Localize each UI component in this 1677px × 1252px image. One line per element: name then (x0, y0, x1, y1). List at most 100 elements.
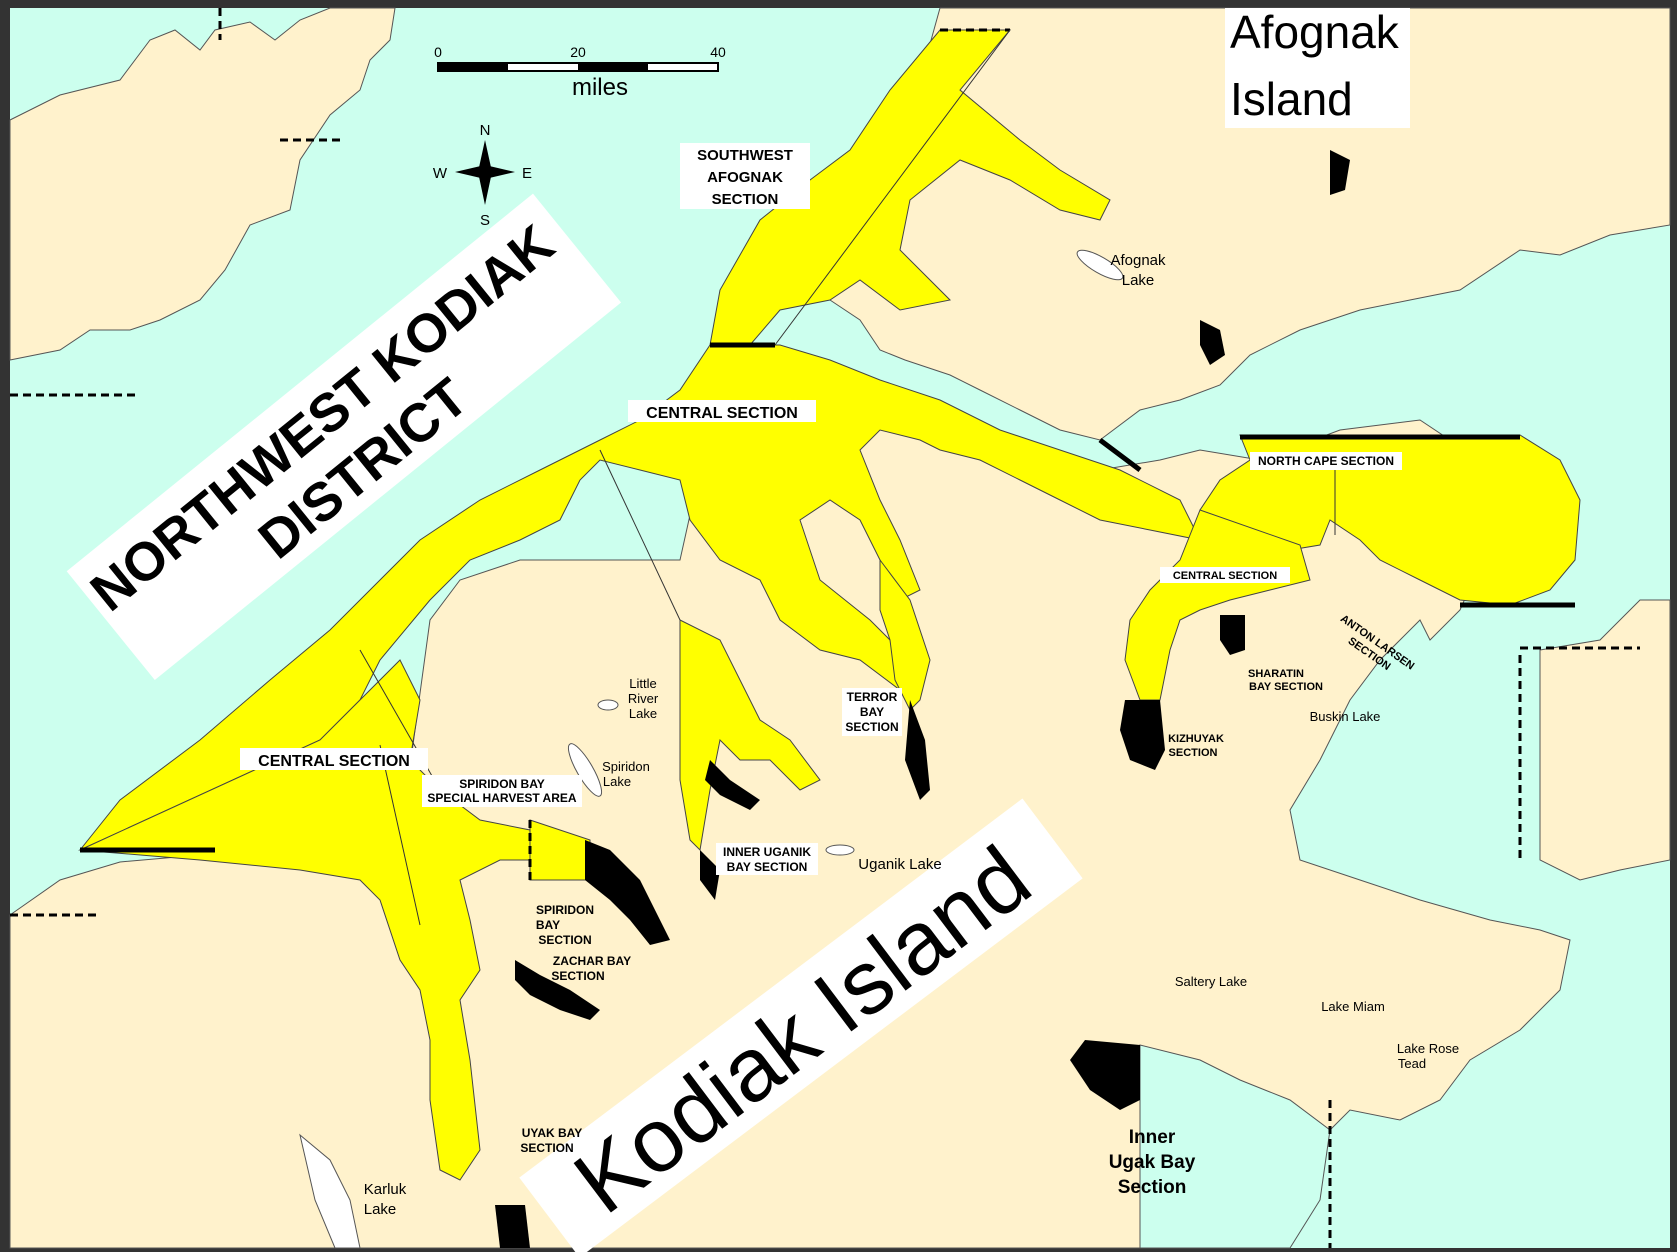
area-central-small (1124, 509, 1311, 701)
label-line: SPIRIDON (536, 903, 594, 917)
lake-little-river (597, 699, 619, 711)
compass-n: N (480, 122, 491, 139)
compass-s: S (480, 212, 490, 229)
label-line: AFOGNAK (707, 169, 783, 186)
label-bg (680, 143, 810, 209)
closure-kizhuyak (1120, 700, 1165, 770)
closure-areas (495, 150, 1350, 1248)
label-spiridon-bay: SPIRIDON BAY SECTION (536, 903, 594, 947)
label-inner-ugak: Inner Ugak Bay Section (1109, 1127, 1196, 1198)
label-bg (628, 400, 816, 422)
label-line: SECTION (712, 191, 779, 208)
label-line: TERROR (847, 690, 898, 704)
label-line: INNER UGANIK (723, 845, 811, 859)
label-line: Section (1118, 1177, 1187, 1198)
label-uyak-bay: UYAK BAY SECTION (520, 1126, 582, 1155)
label-line: SECTION (1169, 747, 1218, 759)
label-north-cape: NORTH CAPE SECTION (1250, 452, 1402, 470)
lake-label-buskin: Buskin Lake (1310, 709, 1381, 724)
lake-label-little-river: River (628, 691, 659, 706)
label-line: CENTRAL SECTION (1173, 570, 1277, 582)
label-bg (842, 688, 902, 736)
closure-sharatin (1220, 615, 1245, 655)
closure-zachar-bay (515, 960, 600, 1020)
label-line: SOUTHWEST (697, 147, 793, 164)
label-line: Ugak Bay (1109, 1152, 1196, 1173)
lake-label-little-river: Lake (629, 706, 657, 721)
afognak-line1: Afognak (1230, 6, 1400, 58)
lake-label-little-river: Little (629, 676, 656, 691)
compass-w: W (433, 165, 448, 182)
district-label-bg (66, 193, 622, 681)
section-labels: SOUTHWEST AFOGNAK SECTION CENTRAL SECTIO… (240, 143, 1416, 1198)
div-1 (774, 29, 1011, 346)
label-line: BAY (860, 705, 884, 719)
label-line: BAY (536, 918, 560, 932)
kodiak-label-bg (519, 798, 1083, 1252)
scale-segment-2 (578, 63, 648, 71)
label-line: SECTION (520, 1141, 573, 1155)
label-line: UYAK BAY (522, 1126, 582, 1140)
label-central-top: CENTRAL SECTION (628, 400, 816, 422)
scale-segment-1 (438, 63, 508, 71)
lake-label-spiridon: Spiridon (602, 759, 650, 774)
compass-e: E (522, 165, 532, 182)
label-line: NORTH CAPE SECTION (1258, 454, 1394, 468)
div-2 (599, 449, 681, 621)
lake-label-afognak: Afognak (1110, 252, 1166, 269)
label-line: CENTRAL SECTION (646, 405, 798, 422)
lake-label-uganik: Uganik Lake (858, 856, 941, 873)
scale-unit: miles (572, 74, 628, 101)
lake-label-spiridon: Lake (603, 774, 631, 789)
compass-needle-ew (455, 165, 515, 179)
label-terror-bay: TERROR BAY SECTION (842, 688, 902, 736)
label-bg (422, 775, 582, 807)
label-line: Inner (1129, 1127, 1176, 1148)
scale-tick-40: 40 (710, 44, 726, 60)
closure-spiridon-bay (585, 840, 670, 945)
closure-uganik-lower (700, 850, 720, 900)
scale-bar: 0 20 40 miles (434, 44, 726, 101)
compass-rose: N S E W (433, 122, 532, 229)
closure-uyak-bay (495, 1205, 530, 1248)
lake-uganik (825, 844, 855, 856)
boundary-lines (10, 8, 1640, 1248)
land-east-strip (1539, 599, 1671, 881)
lake-label-rose-tead: Tead (1398, 1056, 1426, 1071)
label-spiridon-special: SPIRIDON BAY SPECIAL HARVEST AREA (422, 775, 582, 807)
lake-labels: Afognak Lake Little River Lake Spiridon … (364, 252, 1459, 1218)
label-line: SPIRIDON BAY (459, 777, 545, 791)
label-central-left: CENTRAL SECTION (240, 748, 428, 770)
label-line: KIZHUYAK (1168, 733, 1224, 745)
scale-tick-20: 20 (570, 44, 586, 60)
label-line: CENTRAL SECTION (258, 753, 410, 770)
lake-label-miam: Lake Miam (1321, 999, 1385, 1014)
label-line: SECTION (551, 969, 604, 983)
label-line: BAY SECTION (727, 860, 808, 874)
lake-label-rose-tead: Lake Rose (1397, 1041, 1459, 1056)
closure-uganik (705, 760, 760, 810)
lake-afognak (1076, 249, 1124, 281)
label-zachar-bay: ZACHAR BAY SECTION (551, 954, 631, 983)
label-line: BAY SECTION (1249, 681, 1323, 693)
label-sharatin: SHARATIN BAY SECTION (1248, 668, 1323, 693)
land-west-peninsula (9, 7, 396, 361)
lake-label-karluk: Lake (364, 1201, 397, 1218)
label-inner-uganik: INNER UGANIK BAY SECTION (716, 843, 818, 875)
solid-lines (80, 342, 1575, 853)
label-bg (1160, 567, 1290, 583)
afognak-island-label: Afognak Island (1225, 6, 1410, 128)
scale-tick-0: 0 (434, 44, 442, 60)
closure-afognak-north (1330, 150, 1350, 195)
area-inner-uganik (679, 619, 821, 852)
label-southwest-afognak: SOUTHWEST AFOGNAK SECTION (680, 143, 810, 209)
lake-spiridon (567, 743, 603, 797)
lake-karluk (299, 1133, 361, 1249)
division-lines (359, 29, 1336, 926)
label-bg (716, 843, 818, 875)
lake-label-afognak: Lake (1122, 272, 1155, 289)
afognak-line2: Island (1230, 73, 1353, 125)
lake-label-saltery: Saltery Lake (1175, 974, 1247, 989)
label-kizhuyak: KIZHUYAK SECTION (1168, 733, 1224, 759)
